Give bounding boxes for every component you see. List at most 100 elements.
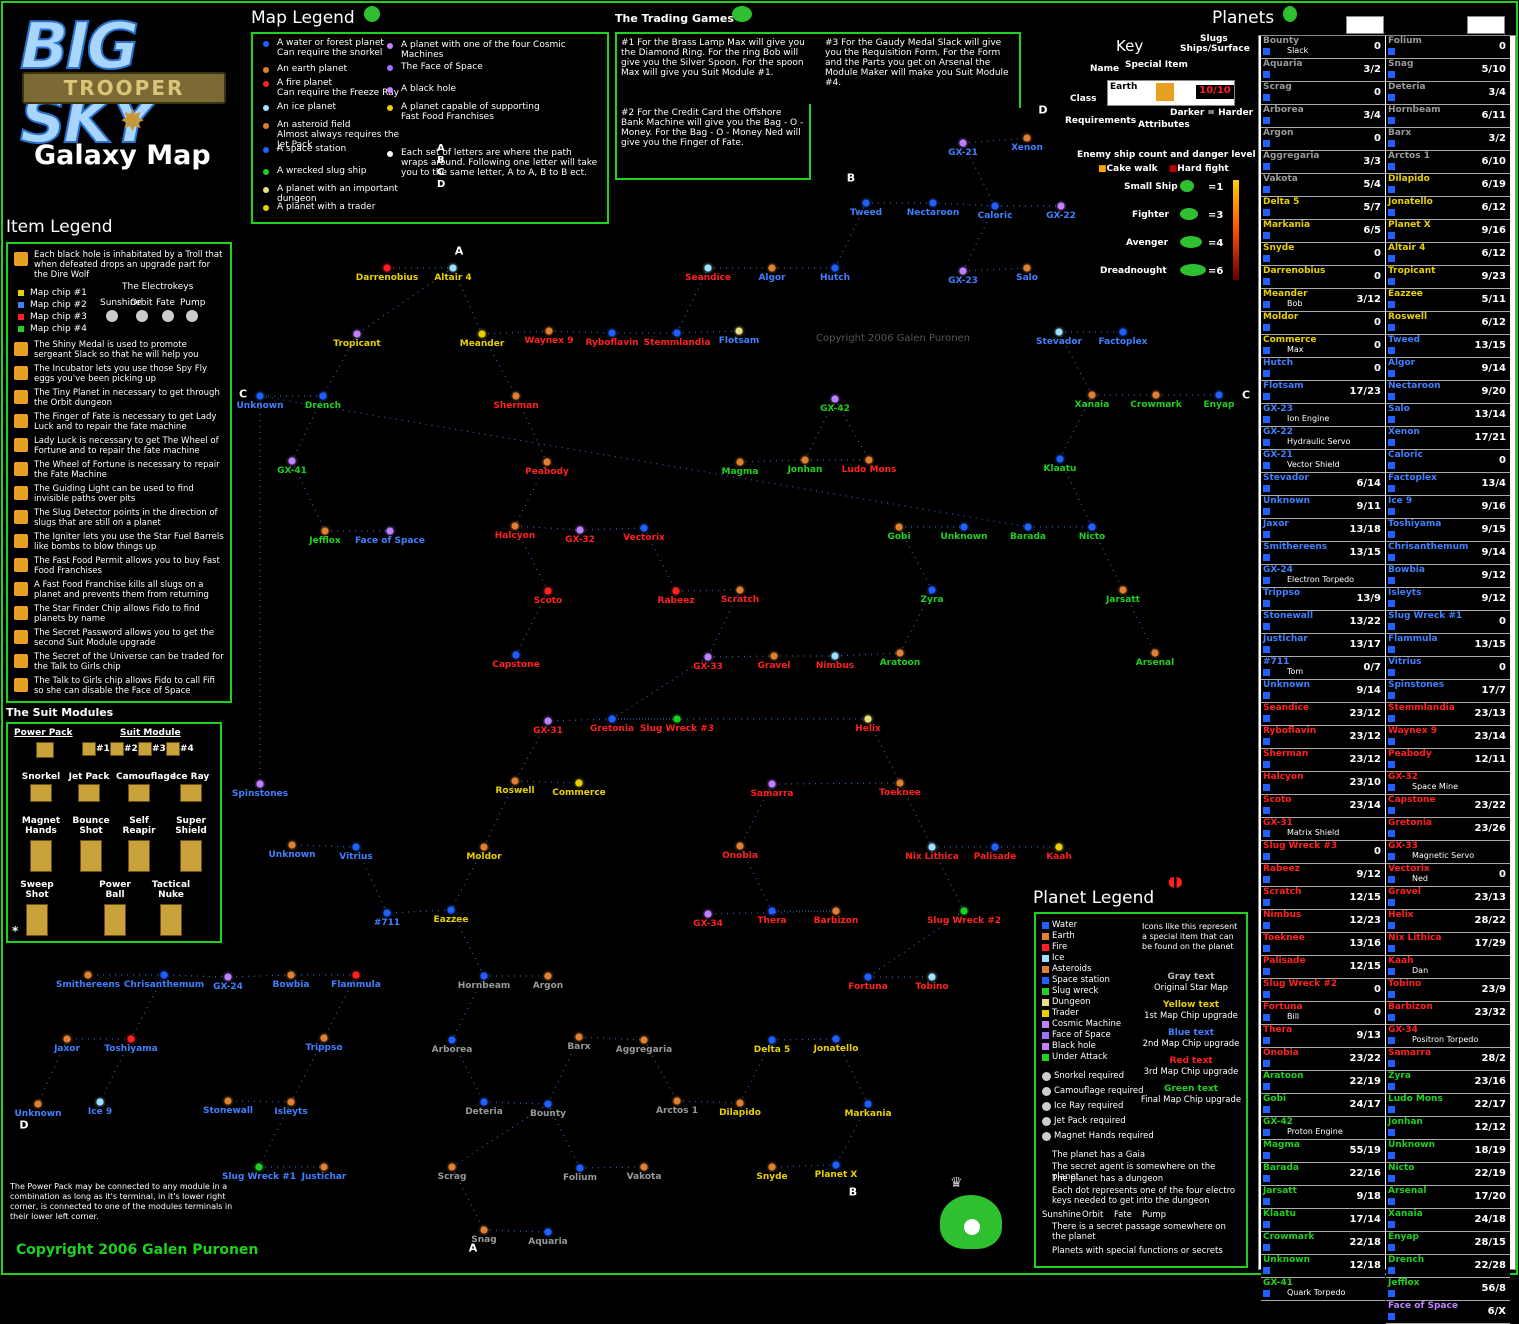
planet-dot-icon[interactable] bbox=[511, 777, 519, 785]
planet-label[interactable]: Justichar bbox=[301, 1172, 347, 1182]
planet-dot-icon[interactable] bbox=[608, 715, 616, 723]
planet-dot-icon[interactable] bbox=[544, 1100, 552, 1108]
planet-dot-icon[interactable] bbox=[1088, 523, 1096, 531]
planet-dot-icon[interactable] bbox=[224, 1097, 232, 1105]
planet-label[interactable]: Bowbia bbox=[272, 980, 310, 990]
planet-dot-icon[interactable] bbox=[34, 1100, 42, 1108]
planet-dot-icon[interactable] bbox=[287, 971, 295, 979]
planet-dot-icon[interactable] bbox=[544, 717, 552, 725]
planet-label[interactable]: Jarsatt bbox=[1106, 595, 1140, 605]
planet-label[interactable]: Scratch bbox=[720, 595, 760, 605]
planet-dot-icon[interactable] bbox=[288, 457, 296, 465]
planet-label[interactable]: Planet X bbox=[814, 1170, 858, 1180]
planet-label[interactable]: Isleyts bbox=[274, 1107, 308, 1117]
planet-dot-icon[interactable] bbox=[1024, 523, 1032, 531]
planet-label[interactable]: GX-34 bbox=[693, 919, 723, 929]
planet-label[interactable]: Gobi bbox=[887, 532, 911, 542]
planet-label[interactable]: Snyde bbox=[756, 1172, 788, 1182]
planet-label[interactable]: Snag bbox=[471, 1235, 497, 1245]
planet-dot-icon[interactable] bbox=[383, 264, 391, 272]
planet-dot-icon[interactable] bbox=[1088, 391, 1096, 399]
planet-dot-icon[interactable] bbox=[386, 527, 394, 535]
planet-label[interactable]: Arborea bbox=[431, 1045, 473, 1055]
planet-dot-icon[interactable] bbox=[832, 1161, 840, 1169]
planet-label[interactable]: Stemmlandia bbox=[643, 338, 711, 348]
planet-label[interactable]: Scoto bbox=[533, 596, 563, 606]
planet-dot-icon[interactable] bbox=[704, 910, 712, 918]
planet-label[interactable]: Hornbeam bbox=[457, 981, 511, 991]
planet-label[interactable]: Slug Wreck #1 bbox=[221, 1172, 297, 1182]
planet-label[interactable]: Capstone bbox=[492, 660, 540, 670]
planet-dot-icon[interactable] bbox=[640, 524, 648, 532]
planet-dot-icon[interactable] bbox=[511, 522, 519, 530]
planet-dot-icon[interactable] bbox=[928, 586, 936, 594]
planet-label[interactable]: Drench bbox=[304, 401, 342, 411]
planet-label[interactable]: Aquaria bbox=[528, 1237, 568, 1247]
planet-label[interactable]: Ryboflavin bbox=[585, 338, 639, 348]
planet-label[interactable]: Bounty bbox=[529, 1109, 567, 1119]
planet-dot-icon[interactable] bbox=[480, 1098, 488, 1106]
planet-dot-icon[interactable] bbox=[672, 587, 680, 595]
planet-dot-icon[interactable] bbox=[736, 1099, 744, 1107]
planet-label[interactable]: Ludo Mons bbox=[841, 465, 897, 475]
planet-dot-icon[interactable] bbox=[704, 264, 712, 272]
planet-dot-icon[interactable] bbox=[960, 907, 968, 915]
planet-label[interactable]: GX-41 bbox=[277, 466, 307, 476]
planet-dot-icon[interactable] bbox=[768, 1163, 776, 1171]
planet-label[interactable]: Palisade bbox=[973, 852, 1017, 862]
planet-label[interactable]: GX-32 bbox=[565, 535, 595, 545]
planet-dot-icon[interactable] bbox=[448, 1036, 456, 1044]
planet-dot-icon[interactable] bbox=[127, 1035, 135, 1043]
planet-dot-icon[interactable] bbox=[352, 971, 360, 979]
planet-dot-icon[interactable] bbox=[96, 1098, 104, 1106]
planet-label[interactable]: Commerce bbox=[552, 788, 606, 798]
planet-label[interactable]: Unknown bbox=[236, 401, 284, 411]
planet-dot-icon[interactable] bbox=[1023, 264, 1031, 272]
planet-label[interactable]: Tropicant bbox=[333, 339, 381, 349]
planet-label[interactable]: Helix bbox=[855, 724, 881, 734]
planet-label[interactable]: Tobino bbox=[915, 982, 949, 992]
planet-label[interactable]: Nicto bbox=[1078, 532, 1106, 542]
planet-label[interactable]: Factoplex bbox=[1098, 337, 1148, 347]
planet-dot-icon[interactable] bbox=[896, 649, 904, 657]
planet-dot-icon[interactable] bbox=[736, 842, 744, 850]
planet-label[interactable]: Waynex 9 bbox=[524, 336, 574, 346]
planet-label[interactable]: Argon bbox=[532, 981, 564, 991]
planet-dot-icon[interactable] bbox=[449, 264, 457, 272]
planet-label[interactable]: #711 bbox=[373, 918, 401, 928]
planet-label[interactable]: Folium bbox=[563, 1173, 597, 1183]
planet-label[interactable]: Jaxor bbox=[54, 1044, 80, 1054]
planet-dot-icon[interactable] bbox=[895, 523, 903, 531]
planet-dot-icon[interactable] bbox=[768, 780, 776, 788]
